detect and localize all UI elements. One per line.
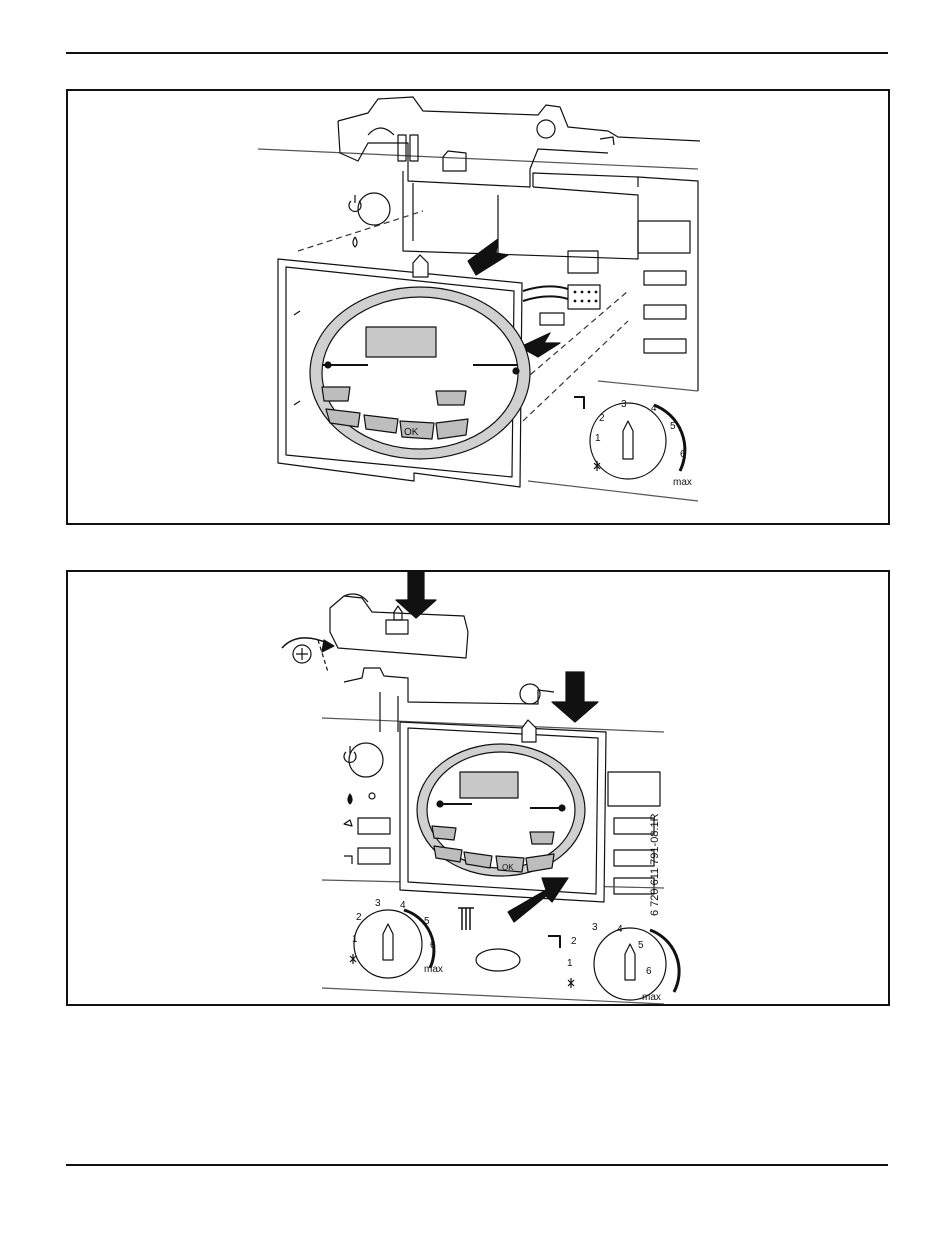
- figure-bottom-illustration: OK 1 2 3 4 5 6 max 1 2 3 4 5 6: [68, 572, 888, 1004]
- right-dial-label-2: 2: [571, 936, 577, 947]
- dial-label-max: max: [673, 477, 692, 488]
- figure-bottom-panel: OK 1 2 3 4 5 6 max 1 2 3 4 5 6: [66, 570, 890, 1006]
- dial-label-2: 2: [599, 413, 605, 424]
- footer-rule: [66, 1164, 888, 1166]
- left-dial-label-4: 4: [400, 900, 406, 911]
- dial-label-5: 5: [670, 421, 676, 432]
- figure-top-panel: OK 1 2 3 4 5 6 max: [66, 89, 890, 525]
- right-dial-label-max: max: [642, 992, 661, 1003]
- left-dial-label-max: max: [424, 964, 443, 975]
- ok-button-label: OK: [404, 427, 419, 438]
- drawing-code: 6 720 611 791-08.1R: [649, 813, 661, 916]
- left-dial-label-5: 5: [424, 916, 430, 927]
- right-dial-label-5: 5: [638, 940, 644, 951]
- left-dial-label-2: 2: [356, 912, 362, 923]
- ok-button-label-bottom: OK: [502, 863, 514, 872]
- right-dial-label-6: 6: [646, 966, 652, 977]
- header-rule: [66, 52, 888, 54]
- right-dial-label-4: 4: [617, 924, 623, 935]
- dial-label-6: 6: [680, 449, 686, 460]
- left-dial-label-1: 1: [352, 934, 358, 945]
- dial-label-1: 1: [595, 433, 601, 444]
- figure-top-illustration: OK 1 2 3 4 5 6 max: [68, 91, 888, 523]
- right-dial-label-1: 1: [567, 958, 573, 969]
- right-dial-label-3: 3: [592, 922, 598, 933]
- dial-label-3: 3: [621, 399, 627, 410]
- left-dial-label-6: 6: [430, 940, 436, 951]
- left-dial-label-3: 3: [375, 898, 381, 909]
- dial-label-4: 4: [651, 403, 657, 414]
